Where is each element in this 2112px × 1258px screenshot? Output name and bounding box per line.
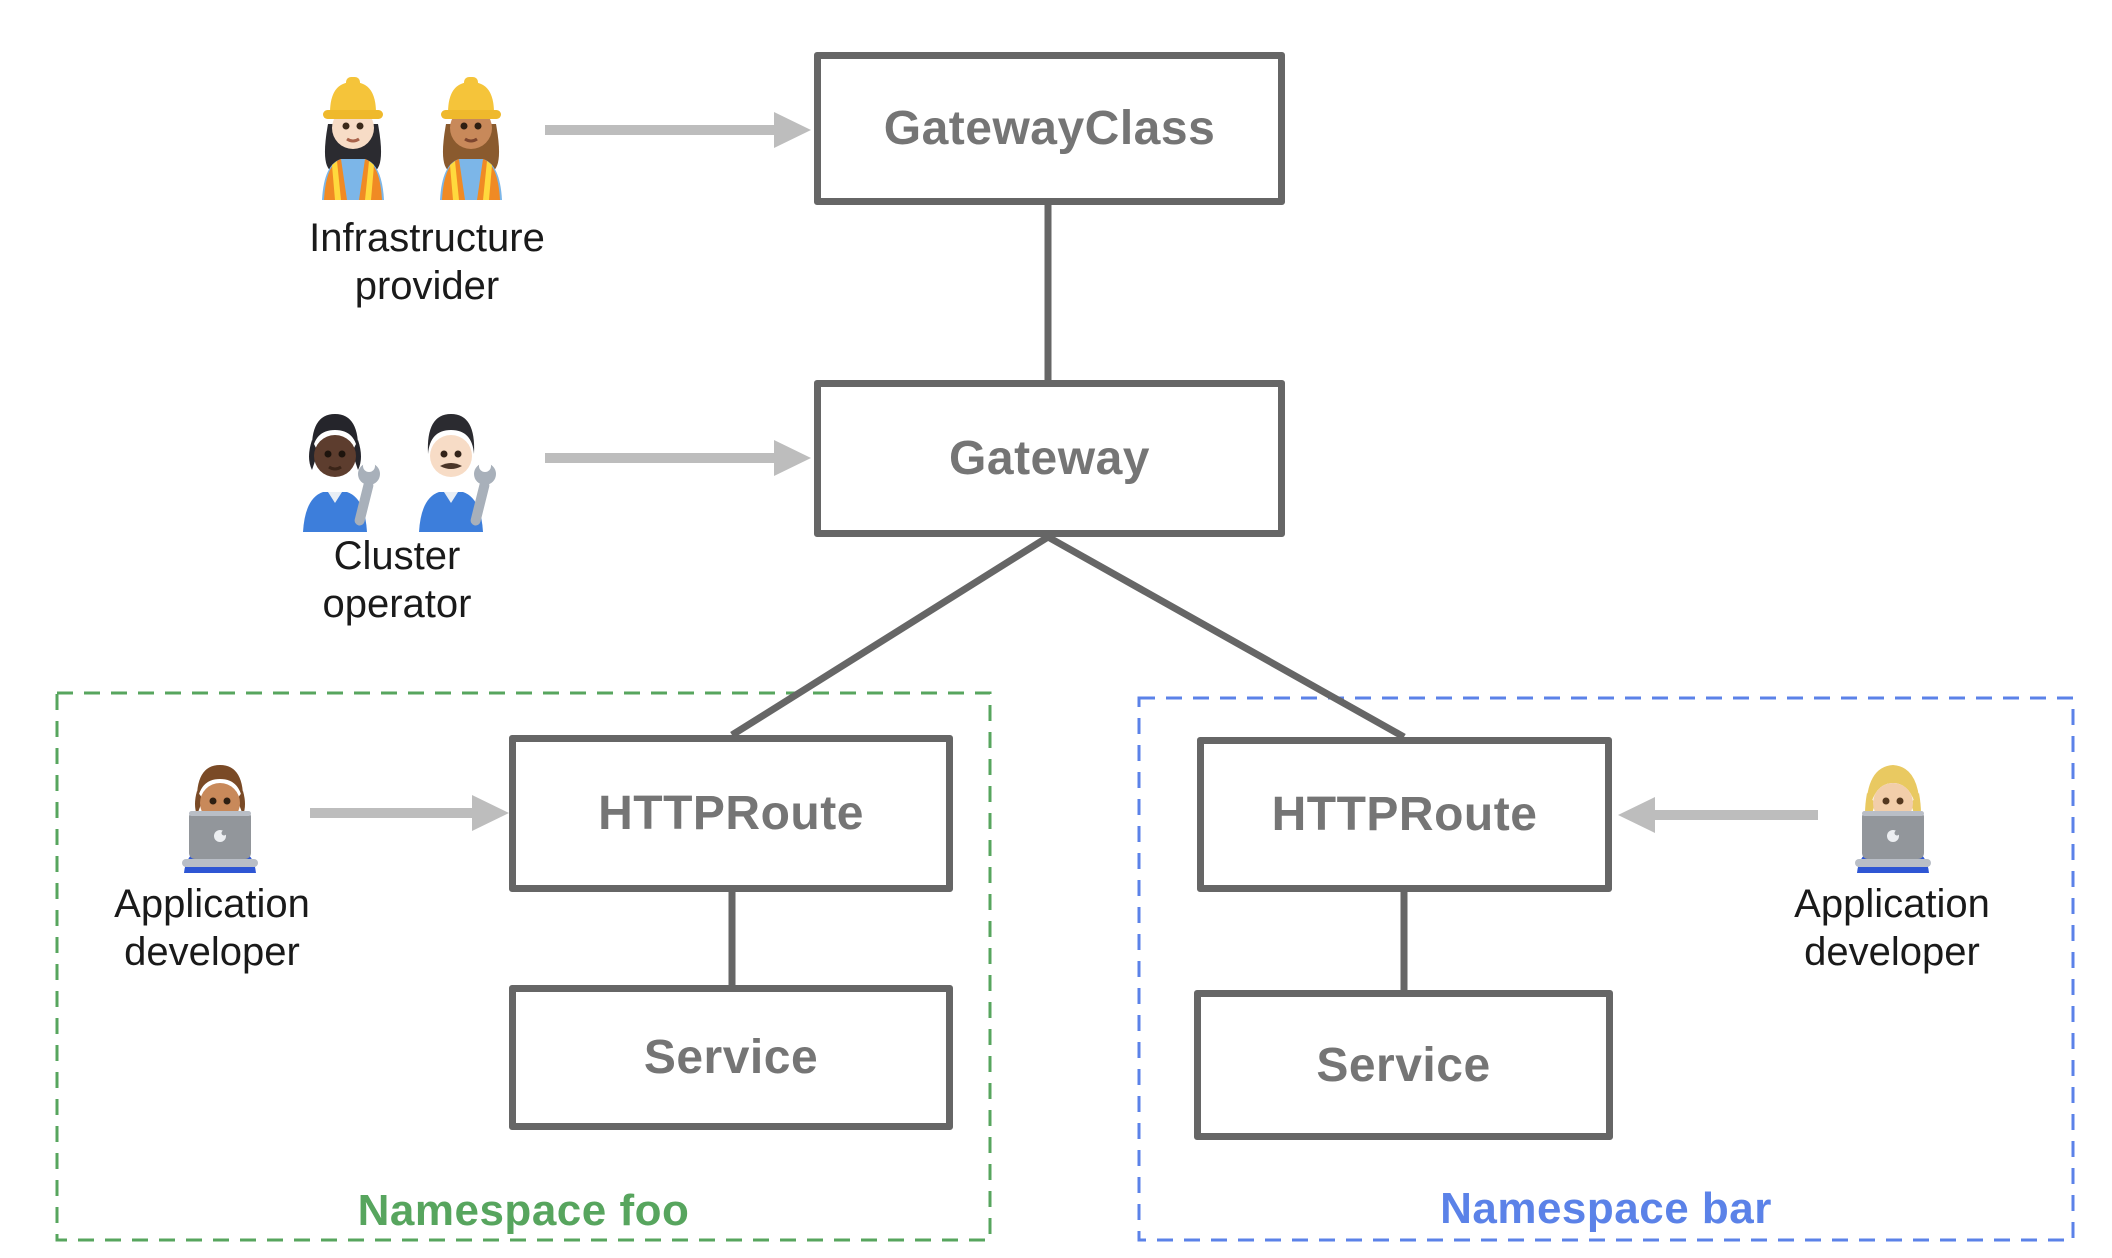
edge-gateway-httproute-foo (730, 534, 1050, 738)
arrow-app-dev-foo-head (472, 795, 509, 831)
woman-technologist-icon (1855, 765, 1931, 873)
man-mechanic-icon (419, 414, 496, 532)
node-httproute-bar-label: HTTPRoute (1271, 788, 1538, 841)
arrow-infrastructure-provider-head (774, 112, 811, 148)
man-technologist-icon (182, 765, 258, 873)
namespace-bar-label: Namespace bar (1440, 1184, 1772, 1233)
cluster-operator-label: Cluster operator (322, 534, 472, 626)
node-gateway-label: Gateway (949, 432, 1150, 485)
woman-construction-worker-icon (322, 77, 384, 200)
application-developer-bar-label: Application developer (1794, 882, 1990, 974)
node-gatewayclass: GatewayClass (814, 52, 1285, 205)
namespace-bar-border (1137, 696, 2075, 1242)
node-service-bar-label: Service (1316, 1038, 1491, 1092)
namespace-foo-label: Namespace foo (357, 1186, 690, 1235)
namespace-foo-border (55, 691, 992, 1242)
node-gateway: Gateway (814, 380, 1285, 537)
infrastructure-provider-label: Infrastructure provider (309, 216, 545, 308)
node-httproute-foo-label: HTTPRoute (598, 787, 864, 840)
node-httproute-foo: HTTPRoute (509, 735, 953, 892)
arrow-cluster-operator-head (774, 440, 811, 476)
node-service-bar: Service (1194, 990, 1613, 1140)
application-developer-foo-label: Application developer (114, 882, 310, 974)
node-gatewayclass-label: GatewayClass (883, 102, 1216, 155)
woman-construction-worker-icon (440, 77, 502, 200)
edge-gateway-httproute-bar (1046, 533, 1406, 741)
mechanic-icon (303, 414, 380, 532)
node-httproute-bar: HTTPRoute (1197, 737, 1612, 892)
node-service-foo-label: Service (643, 1031, 819, 1084)
node-service-foo: Service (509, 985, 953, 1130)
arrow-app-dev-bar-head (1618, 797, 1655, 833)
